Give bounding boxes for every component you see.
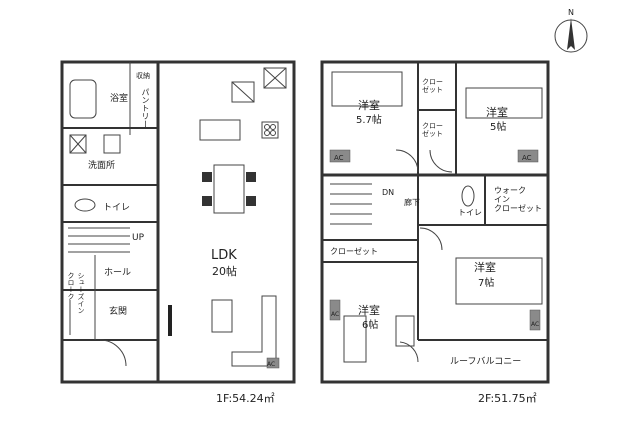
toilet-bowl [74, 198, 96, 212]
room-western1-size: 5.7帖 [356, 113, 382, 126]
walkin-label: ウォークインクローゼット [494, 186, 542, 213]
chair [202, 196, 212, 206]
chair [246, 172, 256, 182]
room-ldk-label: LDK [211, 248, 237, 263]
washbasin [69, 134, 87, 154]
dining-table [213, 164, 245, 214]
room-western2-size: 5帖 [490, 120, 506, 133]
ac-unit-1f [266, 357, 280, 369]
ac-w3-label: AC [531, 321, 539, 328]
closet1-label: クローゼット [422, 78, 443, 94]
stairs-up-label: UP [132, 233, 145, 243]
room-storage-label: 収納 [136, 71, 150, 80]
ac-w4-label: AC [331, 311, 339, 318]
room-hall-label: ホール [104, 267, 131, 278]
coffee-table [211, 299, 233, 333]
toilet-2f-label: トイレ [458, 208, 482, 217]
stairs-dn-label: DN [382, 188, 394, 197]
compass-north-label: N [568, 8, 574, 17]
room-western3-size: 7帖 [478, 276, 494, 289]
stairs-1f [68, 227, 130, 253]
room-entrance-label: 玄関 [109, 305, 127, 317]
floor1-area: 1F:54.24㎡ [216, 392, 275, 405]
fridge [231, 81, 255, 103]
ac-unit-w2 [517, 149, 539, 163]
washing-machine [103, 134, 121, 154]
bed-western2 [465, 87, 543, 119]
sofa [231, 295, 277, 367]
ac-w1-label: AC [334, 154, 344, 162]
pantry-label: パントリー [141, 88, 150, 128]
range-hood [263, 67, 287, 89]
floor2-outer-wall [320, 60, 550, 384]
ac-w2-label: AC [522, 154, 532, 162]
floor2-area: 2F:51.75㎡ [478, 392, 537, 405]
bed-western3 [455, 257, 543, 305]
desk-western4 [343, 315, 367, 363]
shoe-closet-label: シューズイン クローク [67, 272, 85, 314]
balcony-label: ルーフバルコニー [450, 356, 521, 367]
chair [202, 172, 212, 182]
compass: N [554, 8, 588, 53]
toilet-bowl-2f [461, 185, 475, 207]
room-western2-label: 洋室 [486, 105, 508, 119]
ac-unit-w1 [329, 149, 351, 163]
room-washroom-label: 洗面所 [88, 159, 115, 171]
ac-unit-w4 [329, 299, 341, 321]
compass-arrow-icon [567, 18, 575, 50]
ac-1f-label: AC [267, 361, 275, 368]
room-toilet-label: トイレ [103, 203, 130, 213]
floor2-plan: 洋室 5.7帖 クローゼット クローゼット 洋室 5帖 AC AC DN 廊下 … [320, 60, 550, 405]
bed-western4 [395, 315, 415, 347]
room-ldk-size: 20帖 [212, 265, 237, 278]
closet3-label: クローゼット [330, 246, 378, 256]
stove [261, 121, 279, 139]
room-western4-size: 6帖 [362, 318, 378, 331]
room-bath-label: 浴室 [110, 92, 128, 104]
ac-unit-w3 [529, 309, 541, 331]
stairs-2f [330, 183, 372, 225]
floor1-plan: 浴室 収納 洗面所 トイレ UP ホール 玄関 LDK 20帖 AC 1F:54… [60, 60, 296, 405]
entrance-door-swing [99, 339, 127, 367]
chair [246, 196, 256, 206]
room-western3-label: 洋室 [474, 260, 496, 274]
bed-western1 [331, 71, 403, 107]
kitchen-island [199, 119, 241, 141]
room-western1-label: 洋室 [358, 98, 380, 112]
corridor-label: 廊下 [404, 197, 420, 207]
closet2-label: クローゼット [422, 122, 443, 138]
room-western4-label: 洋室 [358, 303, 380, 317]
bathtub [69, 79, 97, 119]
